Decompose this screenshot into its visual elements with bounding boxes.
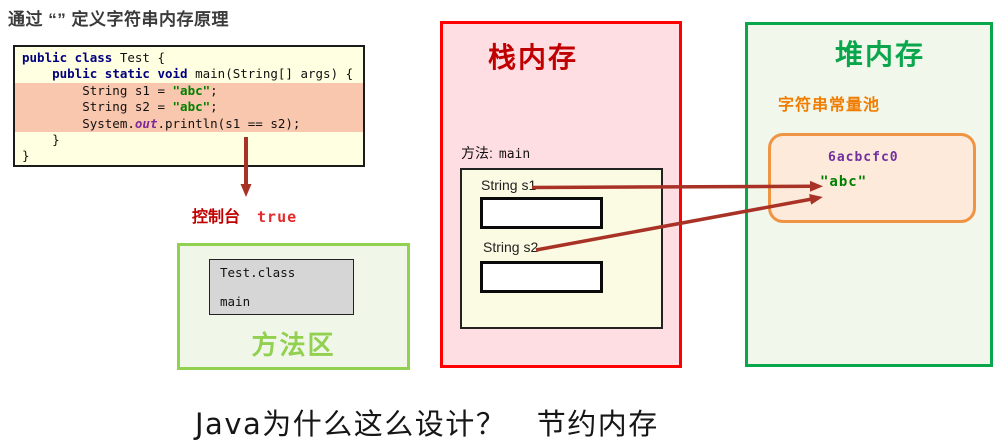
string-pool-label: 字符串常量池 xyxy=(778,97,881,114)
string-object-address: 6acbcfc0 xyxy=(828,150,899,165)
code-line: } xyxy=(22,148,30,164)
variable-slot-s2 xyxy=(480,261,603,293)
stack-frame-label: 方法: main xyxy=(461,143,530,163)
method-area-label: 方法区 xyxy=(251,330,336,360)
code-line: String s2 = "abc"; xyxy=(15,99,363,116)
stack-frame-box: String s1 String s2 xyxy=(460,168,663,329)
code-line: public static void main(String[] args) { xyxy=(52,66,354,82)
heap-memory-title: 堆内存 xyxy=(835,39,926,70)
heap-memory-box: 堆内存 字符串常量池 6acbcfc0 "abc" xyxy=(745,22,993,367)
method-area-box: Test.class main 方法区 xyxy=(177,243,410,370)
stack-memory-title: 栈内存 xyxy=(488,42,579,73)
frame-method-name: main xyxy=(498,147,531,162)
code-lines: public class Test { public static void m… xyxy=(15,50,363,165)
variable-label-s2: String s2 xyxy=(483,239,539,255)
page-title: 通过 “” 定义字符串内存原理 xyxy=(8,10,229,29)
string-object-value: "abc" xyxy=(820,174,868,190)
stack-memory-box: 栈内存 方法: main String s1 String s2 xyxy=(440,21,682,368)
variable-slot-s1 xyxy=(480,197,603,229)
class-box-line-test-class: Test.class xyxy=(220,265,296,280)
code-line: System.out.println(s1 == s2); xyxy=(15,115,363,132)
code-line: String s1 = "abc"; xyxy=(15,82,363,100)
variable-label-s1: String s1 xyxy=(481,177,537,193)
string-constant-pool-box: 6acbcfc0 "abc" xyxy=(768,133,976,223)
code-line: } xyxy=(22,131,60,147)
class-box-line-main: main xyxy=(220,294,251,309)
console-result-value: true xyxy=(257,208,298,226)
java-code-block: public class Test { public static void m… xyxy=(13,45,365,167)
class-box: Test.class main xyxy=(209,259,354,315)
console-label: 控制台 xyxy=(192,209,241,226)
console-output: 控制台 true xyxy=(192,203,297,227)
code-line: public class Test { xyxy=(22,50,165,65)
bottom-handwritten-note: Java为什么这么设计？ 节约内存 xyxy=(195,407,659,441)
frame-label-text: 方法: xyxy=(461,145,493,161)
